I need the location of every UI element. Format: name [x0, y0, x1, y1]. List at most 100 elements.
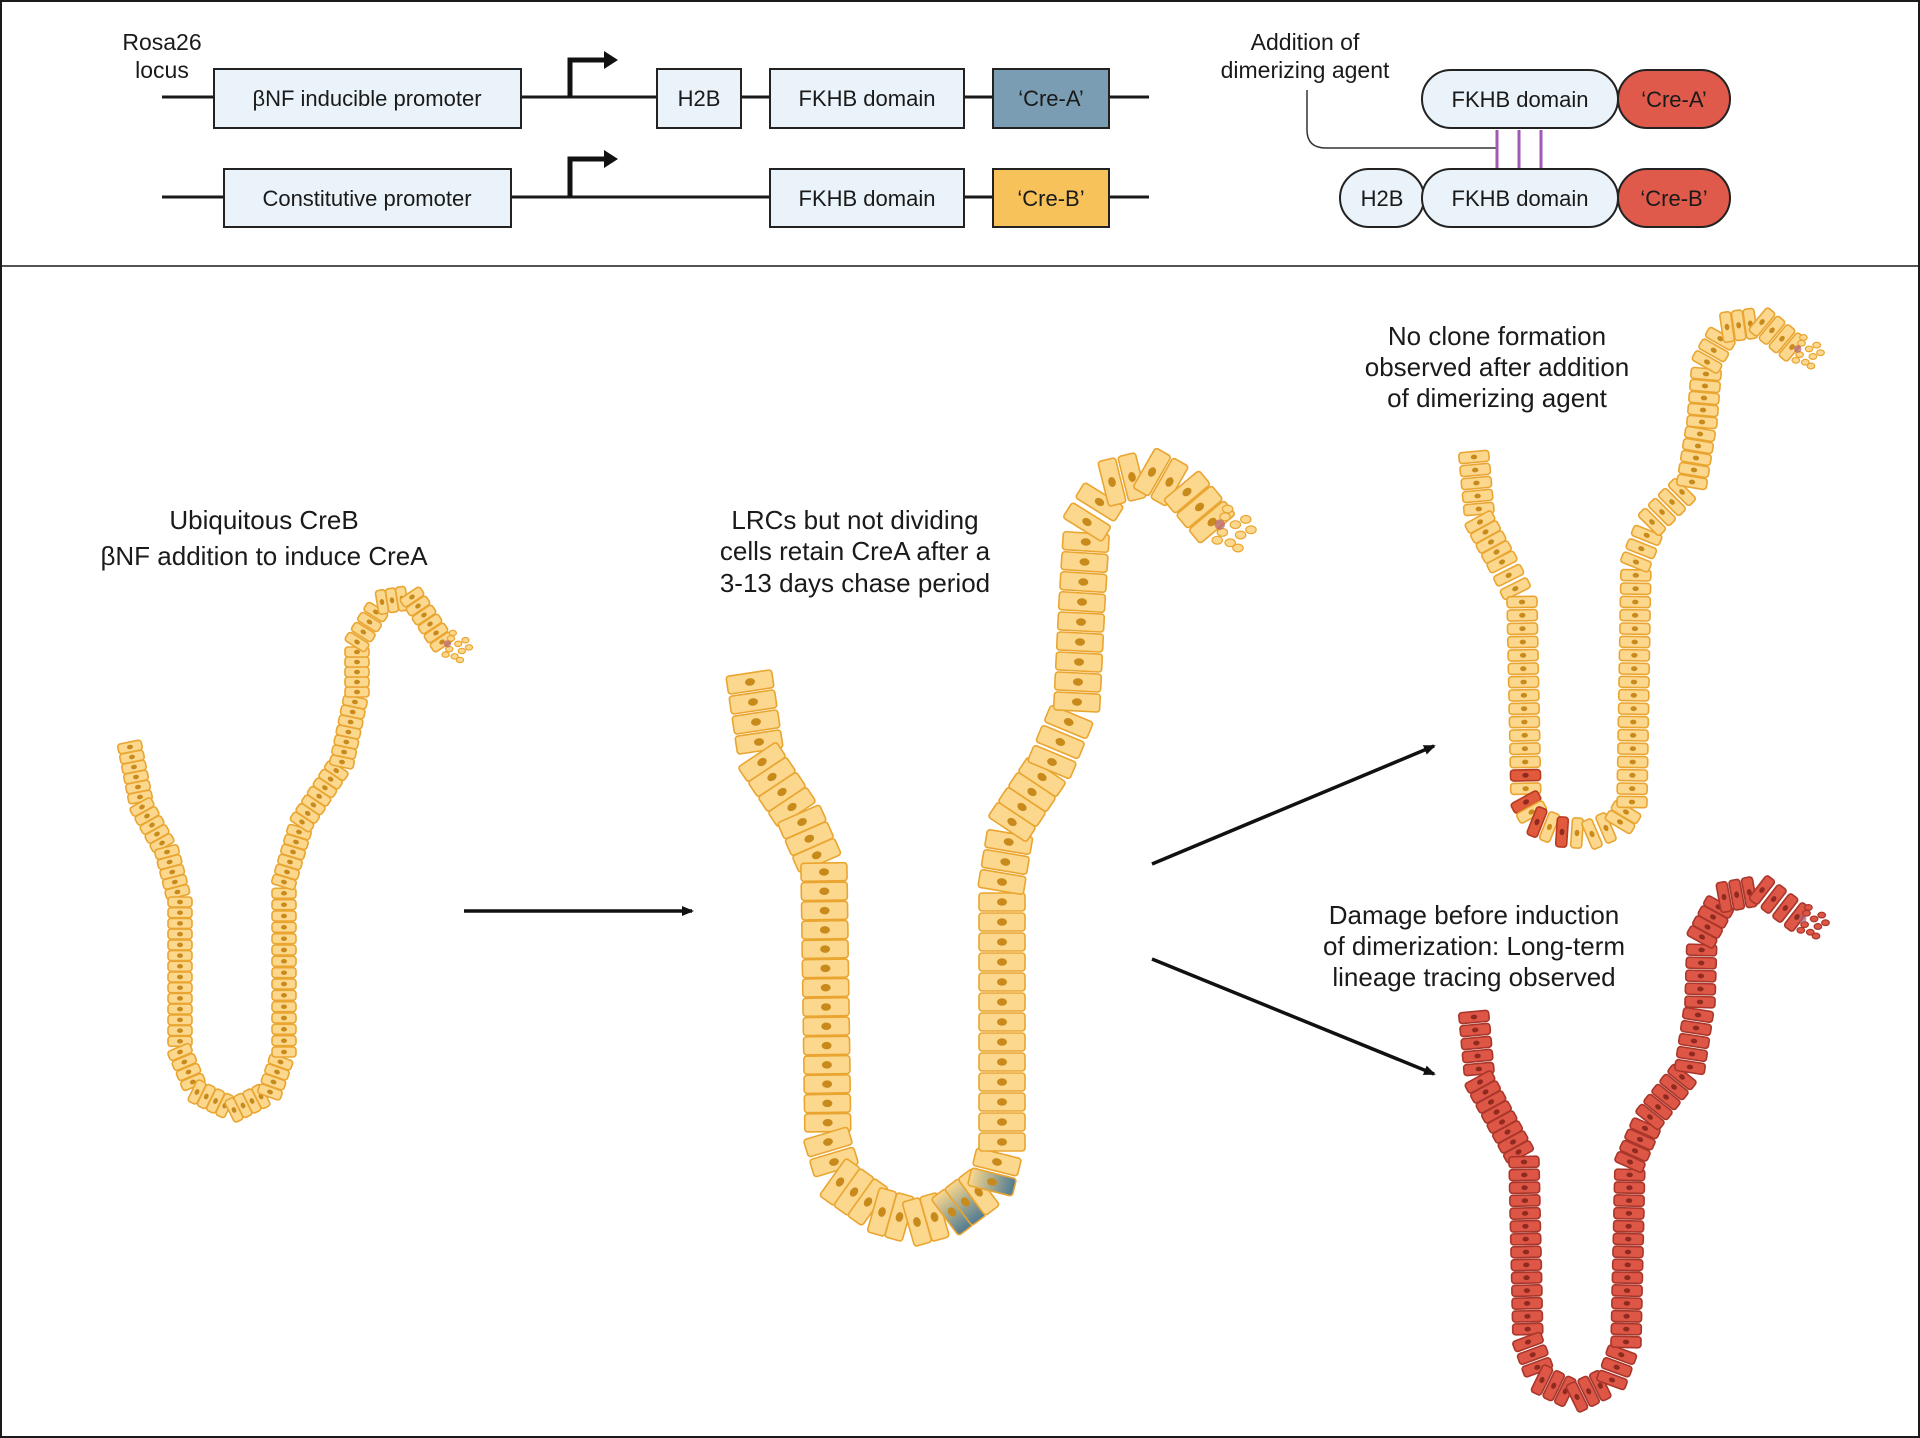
epithelial-cell [803, 1112, 852, 1133]
epithelial-cell [344, 686, 370, 698]
epithelial-cell [1675, 473, 1709, 491]
epithelial-cell [1509, 1219, 1542, 1233]
caption-step2-line3: 3-13 days chase period [720, 568, 990, 598]
epithelial-cell [1651, 1083, 1681, 1111]
epithelial-cell [1508, 728, 1541, 742]
shed-cell-fragments [1211, 504, 1257, 553]
caption-outcome-b-line3: lineage tracing observed [1332, 962, 1615, 992]
epithelial-cell [1619, 1139, 1651, 1162]
epithelial-cell [167, 906, 193, 919]
arrow-to-outcome-b [1151, 957, 1436, 1076]
epithelial-cell [1677, 461, 1711, 479]
epithelial-cell [399, 586, 425, 608]
epithelial-cell [1698, 338, 1730, 363]
epithelial-cell [1614, 1151, 1646, 1173]
epithelial-cell [1611, 1296, 1643, 1310]
epithelial-cell [1697, 905, 1729, 929]
epithelial-cell [967, 1167, 1017, 1197]
epithelial-cell [167, 896, 193, 908]
epithelial-cell [978, 1012, 1026, 1032]
caption-step2-line2: cells retain CreA after a [720, 536, 991, 566]
epithelial-cell [1460, 1035, 1493, 1051]
epithelial-cell [978, 952, 1026, 972]
epithelial-cell [725, 669, 775, 695]
epithelial-cell [1554, 816, 1570, 848]
epithelial-cell [1616, 755, 1649, 769]
dimer-top-protein: FKHB domain ‘Cre-A’ [1421, 69, 1731, 129]
epithelial-cell [167, 981, 193, 994]
epithelial-cell [1526, 806, 1548, 838]
epithelial-cell [1486, 550, 1518, 574]
dimerization-schematic: Addition of dimerizing agent FKHB domain… [1221, 29, 1731, 228]
epithelial-cell [1605, 1344, 1638, 1365]
epithelial-cell [411, 604, 437, 626]
epithelial-cell [978, 912, 1026, 932]
epithelial-cell [1659, 1073, 1689, 1101]
epithelial-cell [1643, 1093, 1673, 1121]
epithelial-cell [167, 1003, 193, 1015]
epithelial-cell [1538, 811, 1561, 843]
epithelial-cell [1459, 462, 1492, 478]
epithelial-cell [1647, 497, 1677, 527]
epithelial-cell [1565, 1381, 1589, 1413]
epithelial-cell [1508, 1155, 1540, 1169]
epithelial-cell [1637, 507, 1667, 537]
epithelial-cell [271, 932, 297, 945]
epithelial-cell [1610, 1309, 1643, 1323]
crypt-outcome-no-clone [1458, 307, 1825, 850]
epithelial-cell [1613, 1194, 1645, 1208]
epithelial-cell [1163, 470, 1211, 514]
epithelial-cell [167, 1024, 193, 1037]
dimer-top-fkhb-label: FKHB domain [1452, 87, 1589, 112]
epithelial-cell [1506, 622, 1539, 636]
epithelial-cell [978, 1052, 1026, 1072]
epithelial-cell [1510, 1271, 1543, 1285]
epithelial-cell [1542, 1370, 1565, 1402]
caption-outcome-a: No clone formation observed after additi… [1365, 321, 1630, 413]
epithelial-cell [1715, 880, 1733, 914]
fkhb-domain-box-1: FKHB domain [769, 68, 965, 129]
epithelial-cell [1611, 1258, 1644, 1272]
caption-outcome-a-line3: of dimerizing agent [1387, 383, 1607, 413]
epithelial-cell [1617, 715, 1650, 729]
epithelial-cell [1506, 608, 1539, 622]
epithelial-cell [728, 689, 778, 715]
cre-a-box: ‘Cre-A’ [992, 68, 1110, 129]
dimerizer-bonds [1495, 130, 1543, 168]
transcription-start-arrow-icon [567, 51, 618, 97]
epithelial-cell [1035, 724, 1085, 760]
epithelial-cell [1459, 1022, 1492, 1038]
epithelial-cell [1610, 1335, 1642, 1349]
epithelial-cell [1612, 1219, 1645, 1233]
epithelial-cell [1461, 1048, 1494, 1064]
epithelial-cell [167, 971, 193, 983]
epithelial-cell [1620, 551, 1652, 573]
epithelial-cell [1688, 390, 1720, 406]
epithelial-cell [1667, 477, 1697, 507]
epithelial-cell [978, 932, 1026, 952]
inducible-promoter-box: βNF inducible promoter [213, 68, 522, 129]
epithelial-cell [233, 1092, 253, 1119]
epithelial-cell [803, 1126, 853, 1158]
epithelial-cell [271, 1034, 297, 1047]
epithelial-cell [801, 919, 849, 940]
epithelial-cell [1681, 1006, 1715, 1024]
epithelial-cell [801, 977, 850, 998]
epithelial-cell [271, 898, 297, 911]
epithelial-cell [1768, 324, 1796, 354]
epithelial-cell [1595, 812, 1617, 844]
epithelial-cell [1150, 457, 1189, 507]
construct-line-2: Constitutive promoter FKHB domain ‘Cre-B… [162, 150, 1149, 228]
epithelial-cell [1611, 1271, 1644, 1285]
epithelial-cell [802, 1035, 851, 1056]
epithelial-cell [1053, 671, 1103, 693]
dimer-pointer-line [1306, 90, 1497, 149]
epithelial-cell [980, 848, 1030, 876]
epithelial-cell [271, 1012, 297, 1024]
epithelial-cell [800, 861, 848, 883]
epithelial-cell [1512, 1331, 1544, 1353]
fkhb-label-2: FKHB domain [799, 186, 936, 211]
epithelial-cell [167, 960, 193, 973]
epithelial-cell [1052, 691, 1102, 713]
